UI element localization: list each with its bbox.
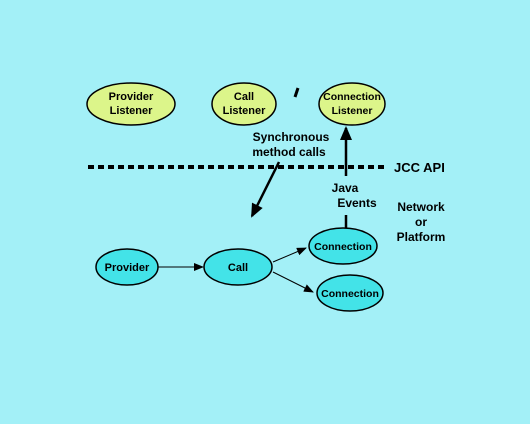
provider-node: Provider [95, 248, 159, 286]
connection1-label: Connection [314, 241, 372, 253]
jcc-api-label: JCC API [394, 160, 445, 175]
connection-listener-node: Connection Listener [318, 82, 386, 126]
call-to-connection2-arrow [272, 271, 314, 293]
synchronous-label-line1: Synchronous [253, 130, 330, 144]
call-label: Call [228, 262, 248, 274]
java-events-label-line2: Events [337, 196, 377, 210]
call-node: Call [203, 248, 273, 286]
call-to-connection1-arrow [272, 247, 307, 263]
dash-mark [293, 87, 300, 98]
provider-label: Provider [105, 262, 150, 274]
provider-listener-label-line2: Listener [110, 105, 154, 117]
connection-node-1: Connection [308, 227, 378, 265]
network-label-line1: Network [397, 200, 445, 214]
network-label-line3: Platform [397, 230, 446, 244]
connection2-label: Connection [321, 288, 379, 300]
provider-listener-node: Provider Listener [86, 82, 176, 126]
call-listener-node: Call Listener [211, 82, 277, 126]
call-listener-label-line1: Call [234, 91, 254, 103]
synchronous-label-line2: method calls [252, 145, 326, 159]
connection-listener-label-line1: Connection [323, 91, 381, 103]
network-label-line2: or [415, 215, 427, 229]
java-events-label-line1: Java [332, 181, 359, 195]
connection-listener-label-line2: Listener [332, 105, 373, 117]
connection-node-2: Connection [316, 274, 384, 312]
call-listener-label-line2: Listener [223, 105, 267, 117]
synchronous-call-arrow [250, 161, 281, 218]
provider-listener-label-line1: Provider [109, 91, 154, 103]
